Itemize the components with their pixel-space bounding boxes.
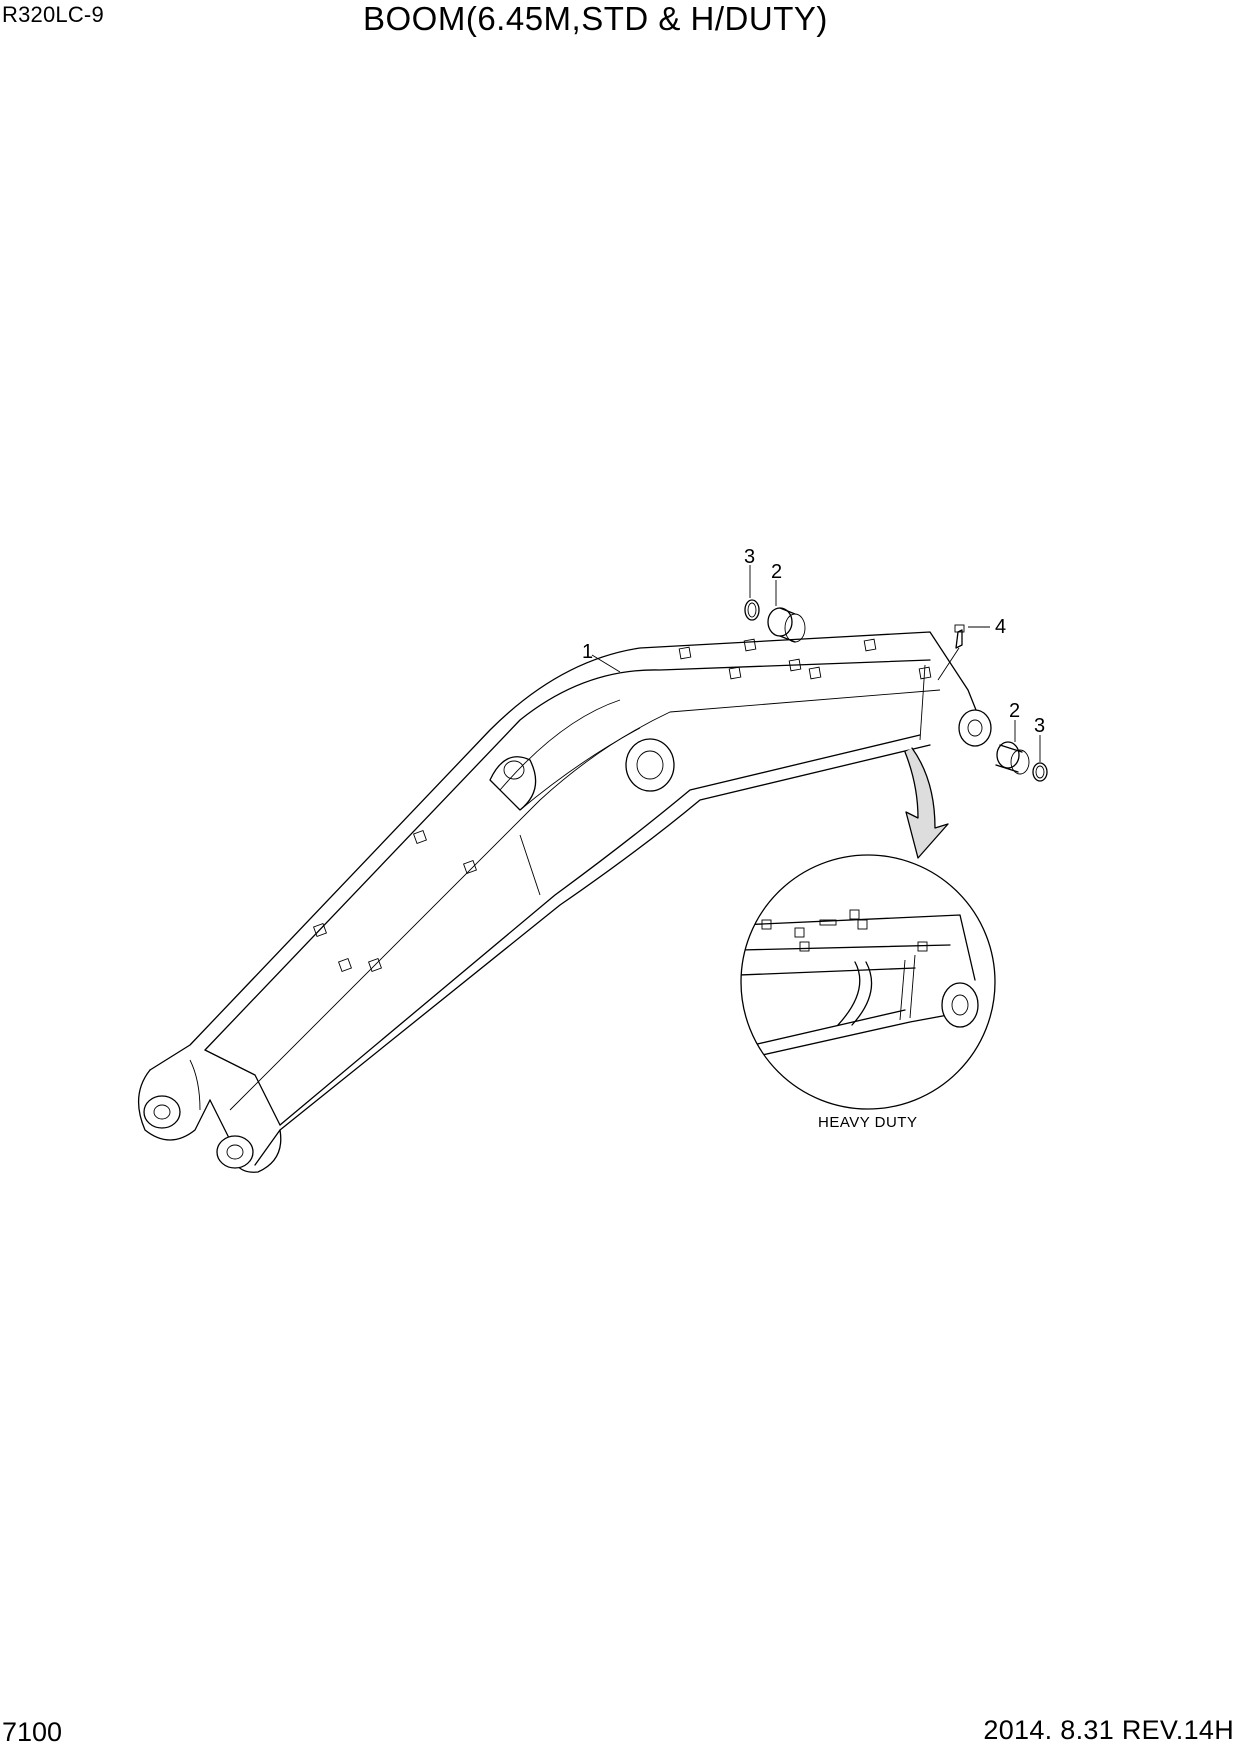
page-title: BOOM(6.45M,STD & H/DUTY) (363, 0, 828, 37)
heavy-duty-detail: HEAVY DUTY (740, 854, 996, 1131)
callout-3-right: 3 (1034, 715, 1045, 737)
ring-right (1032, 762, 1048, 782)
model-name: R320LC-9 (2, 2, 104, 27)
bushing-top (767, 607, 806, 643)
foot-pin-boss-left (143, 1095, 181, 1129)
detail-pointer-arrow (904, 747, 949, 859)
callout-3-top: 3 (744, 546, 755, 568)
leader-lines (591, 565, 1041, 762)
callout-1: 1 (582, 641, 593, 663)
grease-fitting (937, 624, 965, 681)
boom-body (137, 631, 992, 1173)
detail-label: HEAVY DUTY (818, 1114, 917, 1131)
detail-circle (740, 854, 996, 1110)
callout-4: 4 (995, 616, 1006, 638)
pipe-clamps (313, 638, 932, 972)
bushing-right (995, 741, 1030, 775)
cylinder-bracket (489, 756, 537, 811)
center-boss (625, 738, 675, 792)
head-pin-boss (958, 709, 992, 747)
date-revision: 2014. 8.31 REV.14H (983, 1715, 1234, 1745)
callout-2-right: 2 (1009, 700, 1020, 722)
foot-pin-boss-right (216, 1135, 254, 1169)
page-number: 7100 (2, 1717, 63, 1747)
callout-2-top: 2 (771, 561, 782, 583)
ring-top (744, 599, 760, 621)
